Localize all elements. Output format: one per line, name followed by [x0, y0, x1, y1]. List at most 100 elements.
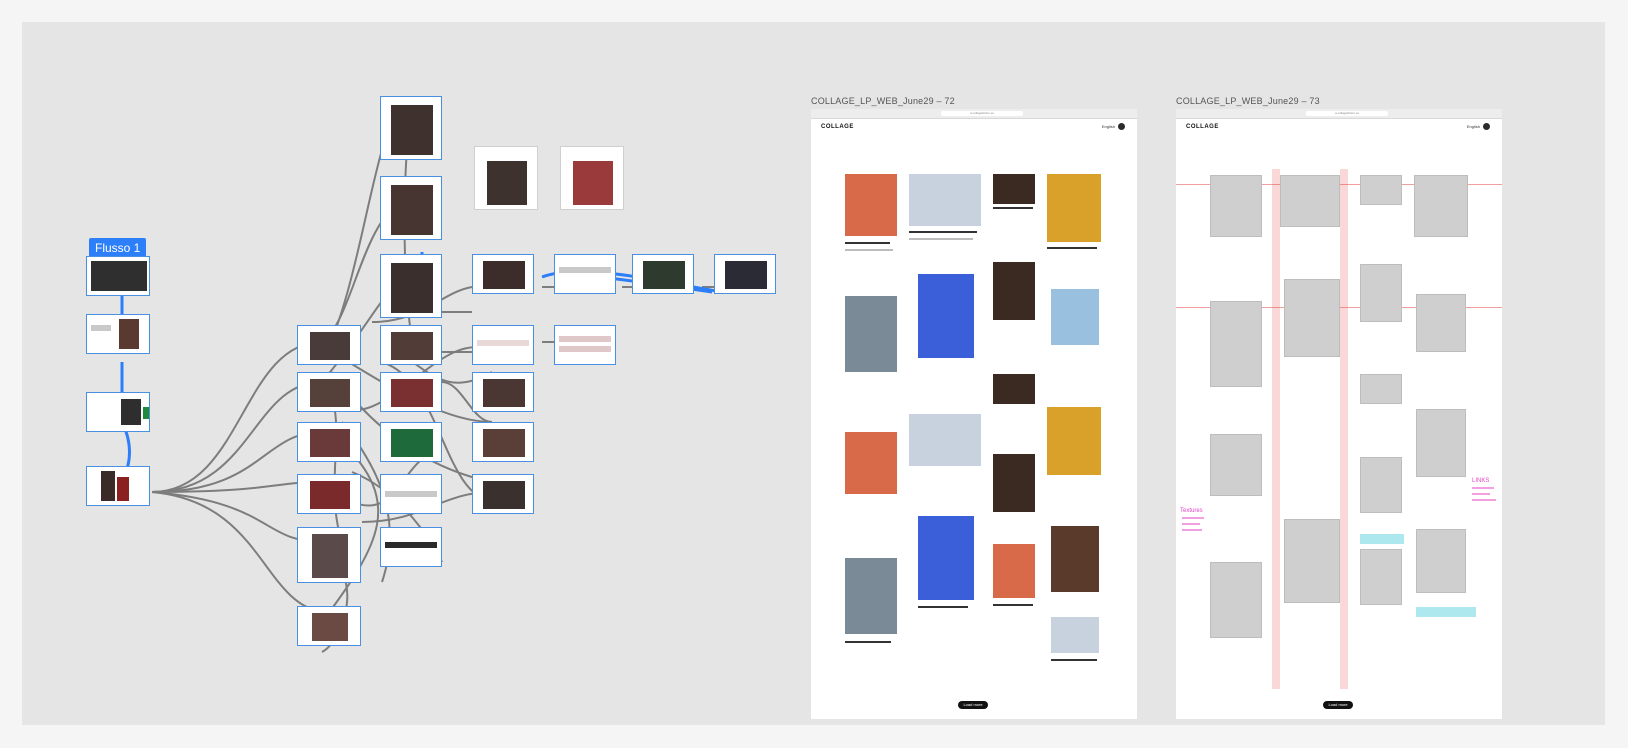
language-selector[interactable]: English — [1466, 124, 1480, 129]
frame-thumbnail[interactable] — [380, 176, 442, 240]
frame-thumbnail[interactable] — [380, 422, 442, 462]
frame-title[interactable]: COLLAGE_LP_WEB_June29 – 72 — [811, 96, 955, 106]
load-more-button[interactable]: Load more — [958, 701, 988, 709]
url-bar: a.collagefiction.eu — [1306, 111, 1388, 116]
annotation-typography: Textures — [1180, 508, 1203, 514]
article-image — [993, 454, 1035, 512]
annotation-note — [1182, 523, 1200, 525]
frame-thumbnail[interactable] — [297, 527, 361, 583]
load-more-button[interactable]: Load more — [1323, 701, 1353, 709]
article-image — [993, 262, 1035, 320]
browser-bar: a.collagefiction.eu — [1176, 109, 1502, 119]
frame-thumbnail[interactable] — [380, 527, 442, 567]
frame-thumbnail[interactable] — [297, 474, 361, 514]
frame-thumbnail[interactable] — [472, 372, 534, 412]
article-title — [845, 242, 890, 244]
article-title — [993, 207, 1033, 209]
article-image — [845, 296, 897, 372]
frame-thumbnail[interactable] — [297, 372, 361, 412]
frame-thumbnail[interactable] — [297, 325, 361, 365]
image-placeholder — [1416, 409, 1466, 477]
article-image — [909, 174, 981, 226]
flow-start-label[interactable]: Flusso 1 — [89, 238, 147, 258]
article-image — [1051, 526, 1099, 592]
url-bar: a.collagefiction.eu — [941, 111, 1023, 116]
frame-thumbnail[interactable] — [297, 422, 361, 462]
frame-thumbnail[interactable] — [86, 392, 150, 432]
article-title — [993, 604, 1033, 606]
article-image — [845, 174, 897, 236]
article-image — [918, 516, 974, 600]
article-image — [993, 374, 1035, 404]
site-logo: COLLAGE — [821, 124, 854, 130]
image-placeholder — [1280, 175, 1340, 227]
frame-thumbnail[interactable] — [714, 254, 776, 294]
article-image — [993, 544, 1035, 598]
frame-thumbnail[interactable] — [472, 325, 534, 365]
article-title — [1051, 659, 1097, 661]
frame-title[interactable]: COLLAGE_LP_WEB_June29 – 73 — [1176, 96, 1320, 106]
annotation-note — [1472, 487, 1494, 489]
frame-thumbnail[interactable] — [554, 325, 616, 365]
landing-page-frame[interactable]: a.collagefiction.eu COLLAGE English — [811, 109, 1137, 719]
frame-thumbnail[interactable] — [86, 314, 150, 354]
image-placeholder — [1210, 562, 1262, 638]
frame-thumbnail[interactable] — [297, 606, 361, 646]
avatar[interactable] — [1118, 123, 1125, 130]
article-image — [1051, 289, 1099, 345]
article-excerpt — [845, 249, 893, 251]
annotation-highlight — [1360, 534, 1404, 544]
image-placeholder — [1210, 301, 1262, 387]
frame-thumbnail[interactable] — [472, 422, 534, 462]
landing-page-frame-annotated[interactable]: a.collagefiction.eu COLLAGE English Text… — [1176, 109, 1502, 719]
annotation-note — [1472, 499, 1496, 501]
frame-thumbnail[interactable] — [380, 474, 442, 514]
article-image — [1047, 174, 1101, 242]
article-image — [993, 174, 1035, 204]
column-guide — [1340, 169, 1348, 689]
article-image — [909, 414, 981, 466]
image-placeholder — [1414, 175, 1468, 237]
article-image — [845, 432, 897, 494]
image-placeholder — [1284, 519, 1340, 603]
image-placeholder — [1210, 434, 1262, 496]
image-placeholder — [1360, 175, 1402, 205]
frame-thumbnail[interactable] — [560, 146, 624, 210]
image-placeholder — [1360, 264, 1402, 322]
frame-thumbnail[interactable] — [86, 466, 150, 506]
annotation-highlight — [1416, 607, 1476, 617]
article-excerpt — [909, 238, 973, 240]
frame-thumbnail[interactable] — [380, 325, 442, 365]
site-logo: COLLAGE — [1186, 124, 1219, 130]
annotation-note — [1472, 493, 1490, 495]
image-placeholder — [1210, 175, 1262, 237]
frame-thumbnail[interactable] — [632, 254, 694, 294]
image-placeholder — [1360, 374, 1402, 404]
frame-thumbnail[interactable] — [86, 256, 150, 296]
article-title — [1047, 247, 1097, 249]
article-title — [909, 231, 977, 233]
frame-thumbnail[interactable] — [472, 254, 534, 294]
annotation-note — [1182, 529, 1202, 531]
frame-thumbnail[interactable] — [380, 254, 442, 318]
language-selector[interactable]: English — [1101, 124, 1115, 129]
column-guide — [1272, 169, 1280, 689]
browser-bar: a.collagefiction.eu — [811, 109, 1137, 119]
image-placeholder — [1360, 549, 1402, 605]
article-image — [918, 274, 974, 358]
design-canvas[interactable]: Flusso 1 — [22, 22, 1605, 725]
annotation-links: LINKS — [1472, 478, 1490, 484]
frame-thumbnail[interactable] — [380, 372, 442, 412]
article-title — [845, 641, 891, 643]
frame-thumbnail[interactable] — [380, 96, 442, 160]
frame-thumbnail[interactable] — [554, 254, 616, 294]
annotation-note — [1182, 517, 1204, 519]
frame-thumbnail[interactable] — [472, 474, 534, 514]
image-placeholder — [1416, 529, 1466, 593]
image-placeholder — [1416, 294, 1466, 352]
avatar[interactable] — [1483, 123, 1490, 130]
article-image — [1047, 407, 1101, 475]
image-placeholder — [1360, 457, 1402, 513]
frame-thumbnail[interactable] — [474, 146, 538, 210]
article-image — [845, 558, 897, 634]
